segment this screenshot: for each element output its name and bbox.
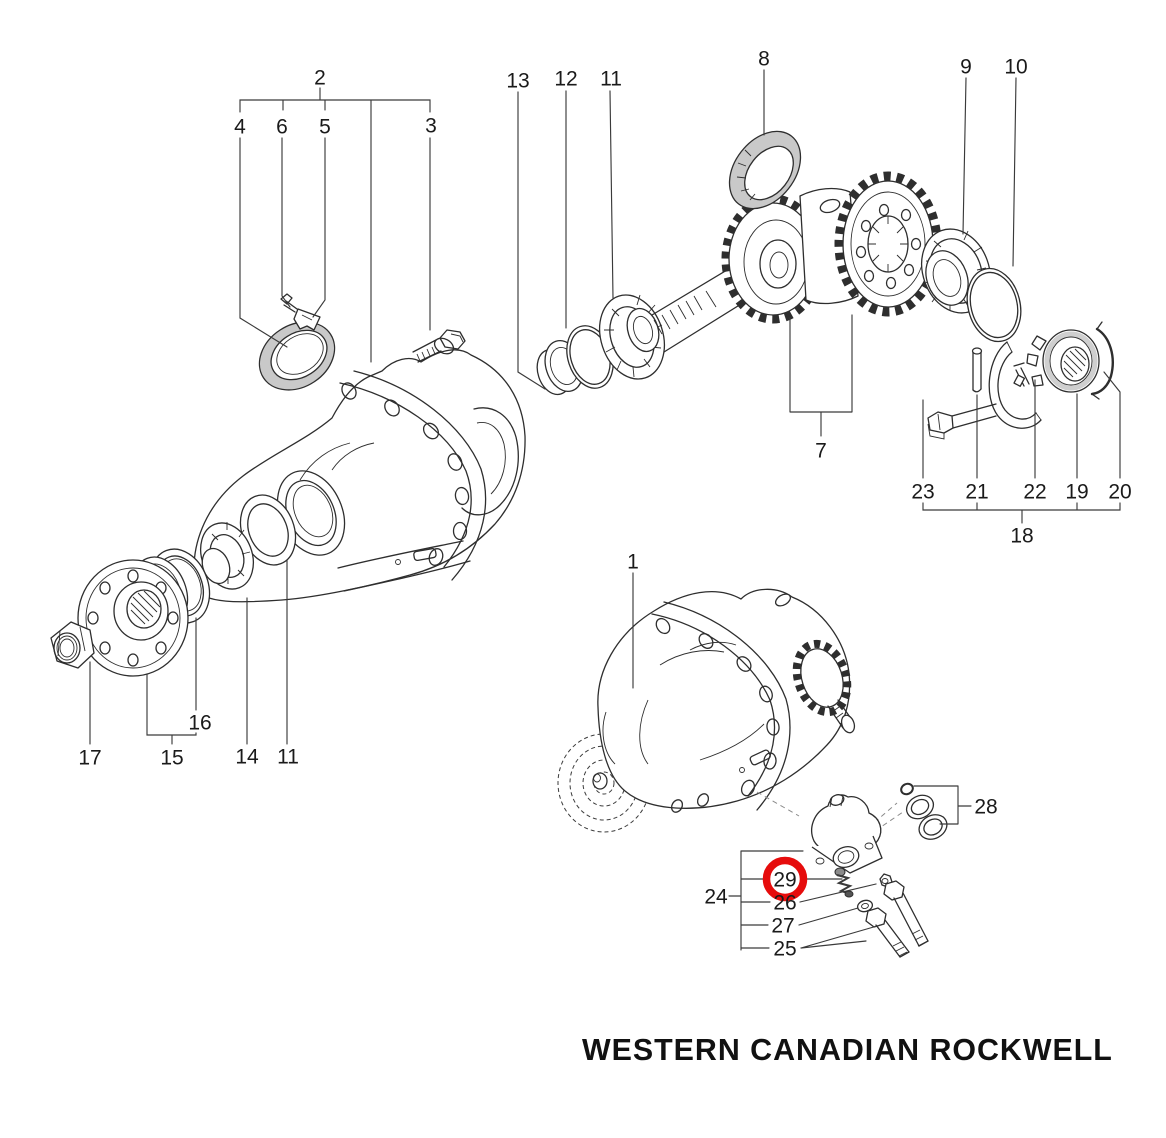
callout-21: 21 (965, 481, 988, 504)
callout-5: 5 (319, 116, 331, 139)
pinion-bearing-8 (728, 130, 802, 210)
flange-bolt-3 (412, 329, 466, 363)
highlight-ring (762, 856, 808, 902)
callout-26: 26 (773, 892, 796, 915)
callout-11: 11 (277, 746, 299, 769)
screw-6 (280, 293, 298, 313)
callout-3: 3 (425, 115, 437, 138)
o-rings-28 (900, 782, 948, 840)
drive-flange-15 (77, 559, 189, 677)
callout-23: 23 (911, 481, 934, 504)
callout-9: 9 (960, 56, 972, 79)
callout-13: 13 (506, 70, 529, 93)
fork-arm-23 (927, 403, 997, 440)
callout-1: 1 (627, 551, 639, 574)
bearing-cup (239, 494, 297, 566)
pinion-bearing-11-top (599, 294, 665, 380)
callout-18: 18 (1010, 525, 1033, 548)
clutch-collar-19 (1026, 329, 1100, 393)
callout-19: 19 (1065, 481, 1088, 504)
detent-spring-29 (834, 867, 854, 898)
ring-gear-assembly-7 (834, 171, 942, 317)
bolts-25 (865, 880, 929, 958)
callout-6: 6 (276, 116, 288, 139)
diff-lock-housing-24 (811, 794, 883, 874)
flange-nut-17 (50, 621, 95, 669)
callout-4: 4 (234, 116, 246, 139)
callout-17: 17 (78, 747, 101, 770)
diff-bearing-9 (921, 228, 991, 314)
callout-2: 2 (314, 67, 326, 90)
callout-24: 24 (704, 886, 728, 909)
lock-clip-5 (293, 308, 321, 331)
callout-11: 11 (600, 68, 622, 91)
callout-22: 22 (1023, 481, 1046, 504)
callout-15: 15 (160, 747, 183, 770)
callout-14: 14 (235, 746, 259, 769)
callout-20: 20 (1108, 481, 1131, 504)
callout-25: 25 (773, 938, 796, 961)
brand-text: WESTERN CANADIAN ROCKWELL (582, 1032, 1113, 1067)
shift-pin-21 (971, 347, 983, 393)
callout-16: 16 (188, 712, 211, 735)
callout-27: 27 (771, 915, 794, 938)
bottom-pinion-gear (792, 639, 856, 734)
pinion-oil-seal-4 (258, 321, 336, 391)
callout-8: 8 (758, 48, 770, 71)
callout-12: 12 (554, 68, 577, 91)
callout-28: 28 (974, 796, 997, 819)
leader-lines (89, 69, 1121, 951)
shift-fork-22 (988, 341, 1042, 429)
axle-housing-drawing (557, 588, 851, 833)
snap-ring-20 (1090, 321, 1114, 400)
callout-10: 10 (1004, 56, 1027, 79)
callout-7: 7 (815, 440, 827, 463)
callout-29: 29 (773, 869, 796, 892)
shim-ring-10 (966, 267, 1022, 343)
